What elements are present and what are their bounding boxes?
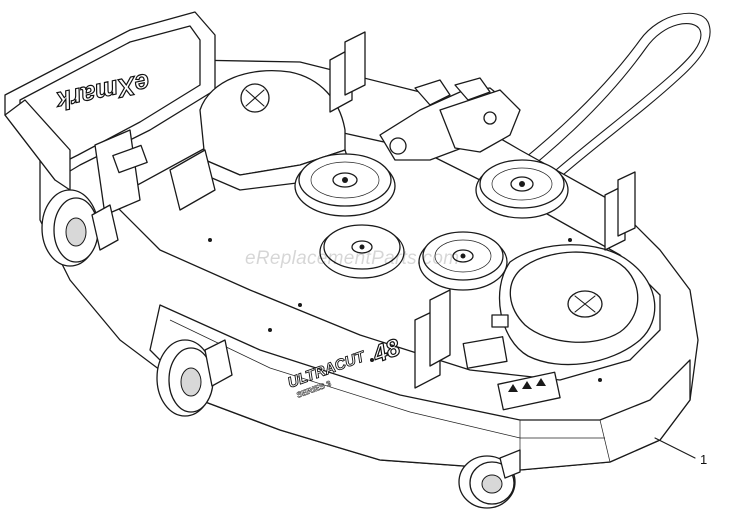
exmark-x-logo-icon xyxy=(240,83,270,113)
drive-belt-icon xyxy=(469,12,711,207)
callout-1-label: 1 xyxy=(700,452,707,467)
caster-wheel-icon xyxy=(41,189,119,267)
hardware-bolts xyxy=(208,238,602,382)
pulley-icon xyxy=(319,224,405,279)
warning-decals xyxy=(112,144,561,411)
caster-wheel-icon xyxy=(458,449,521,509)
pulley-icon xyxy=(294,153,396,217)
callout-1: 1 xyxy=(654,437,707,467)
right-belt-guard xyxy=(509,251,639,343)
caster-wheel-icon xyxy=(156,339,233,417)
idler-arm-assembly xyxy=(379,77,521,161)
rear-baffle-box: eXmark xyxy=(4,11,216,191)
pulley-icon xyxy=(418,231,508,291)
exmark-x-logo-icon xyxy=(567,290,603,318)
pulley-icon xyxy=(475,159,569,219)
watermark: eReplacementParts.com xyxy=(245,248,459,269)
left-belt-guard xyxy=(199,70,351,191)
